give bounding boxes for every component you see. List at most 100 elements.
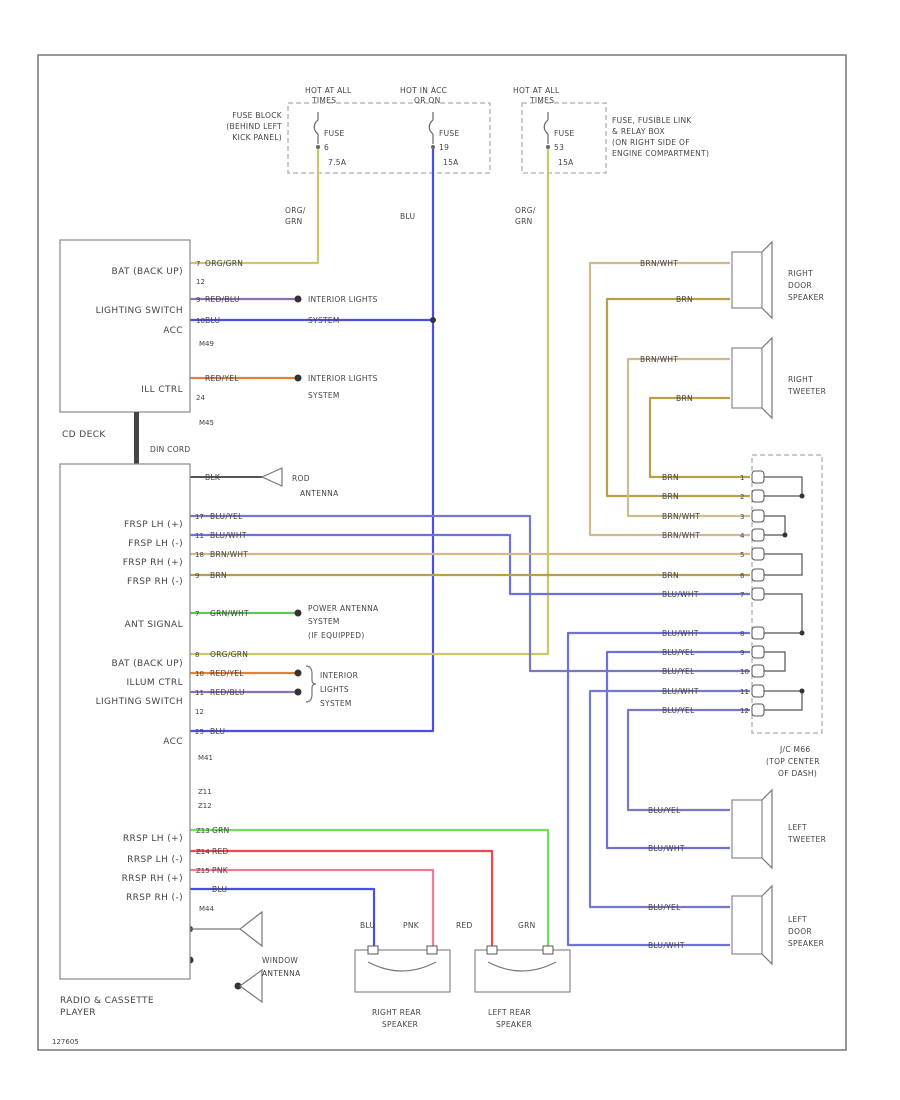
fuse1-amp: 7.5A [328, 158, 347, 167]
fuse2-head: HOT IN ACC [400, 86, 447, 95]
cd-deck-box [59, 239, 191, 413]
radio-num-1: 11 [195, 532, 204, 540]
cd-pin-bat: BAT (BACK UP) [112, 267, 183, 277]
wire-ltw-2 [605, 650, 750, 850]
fuse-block-label-1: FUSE BLOCK [232, 111, 283, 120]
ldoor-w2: BLU/WHT [648, 941, 685, 950]
rrear-name-2: SPEAKER [382, 1020, 418, 1029]
radio-pin-rrh: RRSP RH (+) [122, 874, 183, 884]
joint-wire-7: BLU/YEL [662, 648, 695, 657]
radio-wire-bat: ORG/GRN [210, 650, 248, 659]
fuse3-label: FUSE [554, 129, 575, 138]
joint-wire-4: BRN [662, 571, 679, 580]
radio-pin-frh: FRSP RH (+) [123, 558, 183, 568]
cd-num-5: 24 [196, 394, 205, 402]
wire-rdoor-2 [605, 297, 750, 498]
radio-num-4: 7 [195, 610, 199, 618]
joint-pin-3: 4 [740, 532, 745, 540]
radio-pin-rlh: RRSP LH (+) [123, 834, 183, 844]
int-lights-brace [305, 665, 317, 703]
radio-num-11: Z11 [198, 788, 212, 796]
int-lights-1: INTERIOR [320, 671, 358, 680]
radio-pin-acc: ACC [163, 737, 183, 747]
radio-pin-illum: ILLUM CTRL [127, 678, 184, 688]
rrear-w2: PNK [403, 921, 420, 930]
cd-pin-light: LIGHTING SWITCH [96, 306, 183, 316]
radio-wire-frh: BRN/WHT [210, 550, 248, 559]
relay-box-label-2: & RELAY BOX [612, 127, 665, 136]
joint-dots [782, 493, 805, 694]
rtw-w2: BRN [676, 394, 693, 403]
right-door-speaker: BRN/WHT BRN RIGHT DOOR SPEAKER [640, 240, 824, 320]
joint-wire-6: BLU/WHT [662, 629, 699, 638]
rrear-w1: BLU [360, 921, 375, 930]
radio-num-7: 11 [195, 689, 204, 697]
radio-num-0: 17 [195, 513, 204, 521]
relay-box-label-4: ENGINE COMPARTMENT) [612, 149, 709, 158]
radio-pin-flm: FRSP LH (-) [128, 539, 183, 549]
radio-wire-ant-sig: GRN/WHT [210, 609, 249, 618]
radio-wire-rrh: PNK [212, 866, 229, 875]
cd-wire-light: RED/BLU [205, 295, 240, 304]
cd-pin-ill: ILL CTRL [141, 385, 183, 395]
rdoor-body [731, 251, 763, 309]
rod-antenna-label: ANTENNA [300, 489, 339, 498]
radio-num-6: 10 [195, 670, 204, 678]
wire-rrsp-rh-pos [190, 868, 435, 950]
rtw-name-2: TWEETER [787, 387, 826, 396]
ldoor-name-2: DOOR [788, 927, 812, 936]
fuse2-amp: 15A [443, 158, 459, 167]
ldoor-cone [761, 884, 773, 966]
power-ant-3: (IF EQUIPPED) [308, 631, 365, 640]
ltw-w2: BLU/WHT [648, 844, 685, 853]
feed1-wire-a: ORG/ [285, 206, 306, 215]
lrear-w2: GRN [518, 921, 536, 930]
power-ant-2: SYSTEM [308, 617, 340, 626]
joint-wire-0: BRN [662, 473, 679, 482]
joint-wire-8: BLU/YEL [662, 667, 695, 676]
joint-bus [764, 476, 803, 711]
fuse3-amp: 15A [558, 158, 574, 167]
fuse3-symbol [543, 112, 549, 144]
radio-wire-flh: BLU/YEL [210, 512, 243, 521]
left-tweeter: BLU/YEL BLU/WHT LEFT TWEETER [648, 788, 826, 870]
radio-wire-frm: BRN [210, 571, 227, 580]
radio-wire-flm: BLU/WHT [210, 531, 247, 540]
rdoor-cone [761, 240, 773, 320]
radio-box [59, 463, 191, 980]
joint-wire-3: BRN/WHT [662, 531, 700, 540]
window-ant-2: ANTENNA [262, 969, 301, 978]
lrear-cone [487, 961, 557, 972]
cd-num-2: 9 [196, 296, 200, 304]
rod-label: ROD [292, 474, 310, 483]
rrear-cone [367, 961, 437, 972]
joint-wire-5: BLU/WHT [662, 590, 699, 599]
cd-num-3: 10 [196, 317, 205, 325]
joint-pin-4: 5 [740, 551, 744, 559]
radio-num-15: Z15 [196, 867, 210, 875]
joint-wire-9: BLU/WHT [662, 687, 699, 696]
cd-wire-ill: RED/YEL [205, 374, 239, 383]
joint-pin-0: 1 [740, 474, 744, 482]
radio-wire-ant: BLK [205, 473, 221, 482]
radio-num-10: M41 [198, 754, 213, 762]
feed1-wire-b: GRN [285, 217, 303, 226]
cd-wire-bat: ORG/GRN [205, 259, 243, 268]
radio-num-16: M44 [199, 905, 214, 913]
ldoor-body [731, 895, 763, 955]
rtw-name-1: RIGHT [788, 375, 813, 384]
joint-pin-2: 3 [740, 513, 744, 521]
joint-label-2: (TOP CENTER [766, 757, 820, 766]
fuse1-head: HOT AT ALL [305, 86, 352, 95]
ldoor-w1: BLU/YEL [648, 903, 681, 912]
fuse3-head2: TIMES [529, 96, 554, 105]
ltw-cone [761, 788, 773, 870]
lrear-name-2: SPEAKER [496, 1020, 532, 1029]
left-door-speaker: BLU/YEL BLU/WHT LEFT DOOR SPEAKER [648, 884, 824, 966]
wire-rrsp-lh-neg [190, 849, 494, 950]
int-lights-2: LIGHTS [320, 685, 349, 694]
fuse-block-group: HOT AT ALL TIMES HOT IN ACC OR ON HOT AT… [226, 86, 709, 226]
wires [190, 149, 750, 950]
joint-pin-6: 7 [740, 591, 744, 599]
